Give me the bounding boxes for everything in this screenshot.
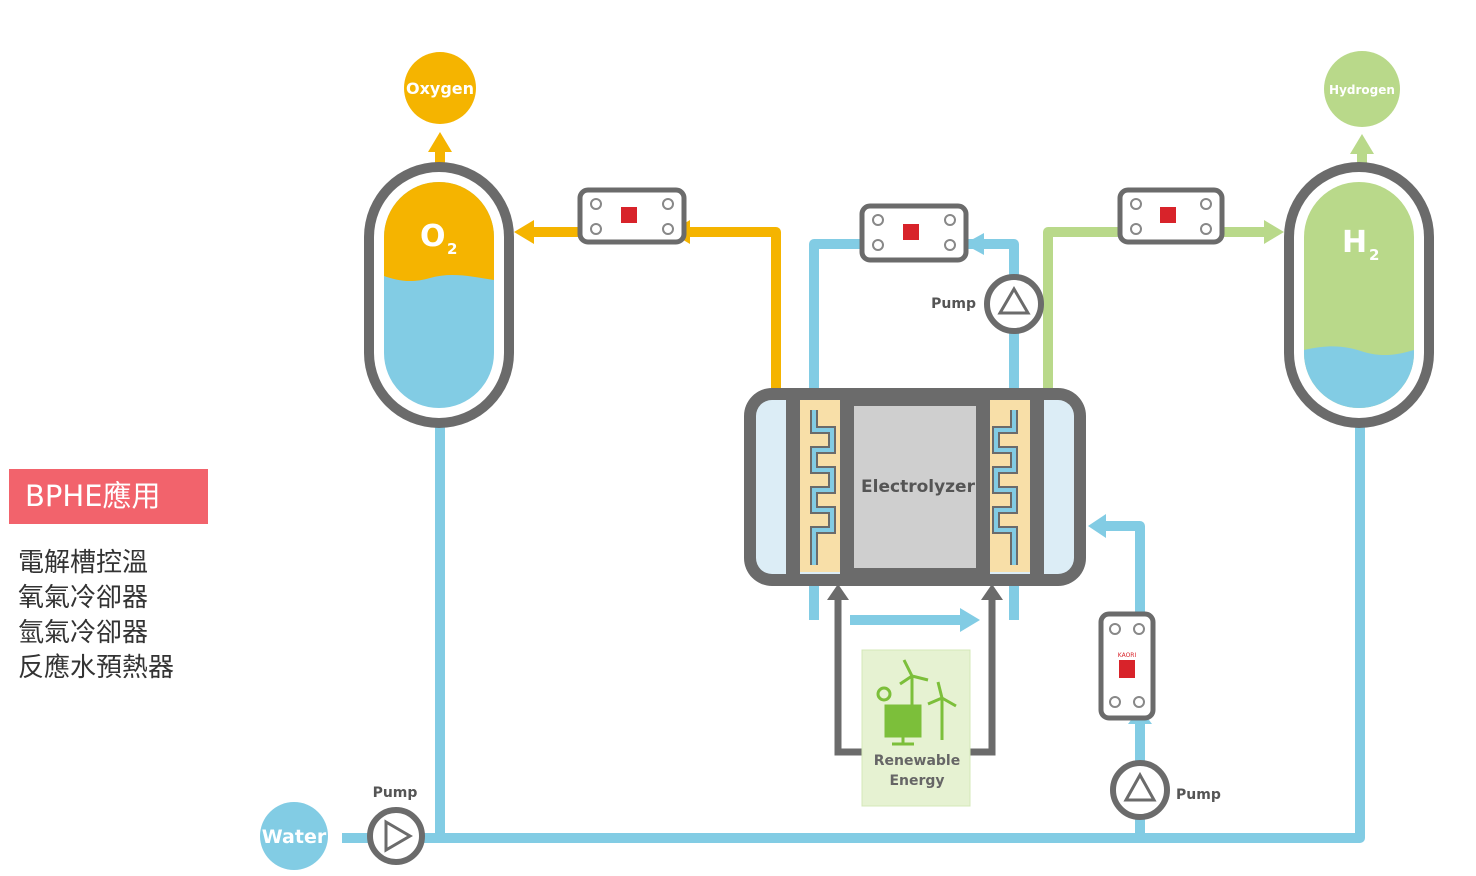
oxygen-tank: O 2 (364, 162, 514, 428)
o2-subscript: 2 (447, 240, 457, 258)
water-main-pipe (342, 400, 1365, 843)
power-wires (834, 596, 996, 756)
application-item: 電解槽控溫 (18, 548, 149, 578)
application-item: 反應水預熱器 (18, 653, 175, 683)
kaori-logo-icon (1119, 660, 1135, 678)
hydrogen-label: Hydrogen (1329, 83, 1395, 97)
hydrogen-to-cooler-pipe (1043, 227, 1120, 388)
oxygen-label: Oxygen (406, 79, 474, 98)
electrolyzer-label: Electrolyzer (861, 477, 976, 497)
hydrogen-cooler-bphe (1117, 187, 1225, 245)
arrow-up-icon (428, 132, 452, 152)
arrow-left-icon (514, 220, 534, 244)
arrow-right-icon (960, 608, 980, 632)
pump-triangle-icon (384, 819, 413, 853)
hydrogen-tank: H 2 (1284, 162, 1434, 428)
o2-symbol: O (420, 219, 446, 254)
water-feed-pump: Pump (367, 785, 425, 865)
energy-label-line2: Energy (889, 773, 944, 789)
oxygen-return-pipe (680, 227, 781, 388)
kaori-logo-icon (903, 224, 919, 240)
h2-symbol: H (1342, 225, 1367, 260)
energy-label-line1: Renewable (874, 753, 960, 769)
electrolyzer-cooler-bphe (859, 203, 969, 263)
h2-subscript: 2 (1369, 246, 1379, 264)
renewable-energy-source: Renewable Energy (861, 649, 971, 807)
power-wire-left (834, 596, 862, 756)
application-item: 氧氣冷卻器 (18, 583, 149, 613)
kaori-brand-text: KAORI (1118, 652, 1137, 659)
bphe-application-badge: BPHE應用 (9, 469, 208, 524)
power-arrows (827, 584, 1003, 600)
water-to-electrolyzer-pipe (1100, 521, 1145, 612)
application-list: 電解槽控溫 氧氣冷卻器 氫氣冷卻器 反應水預熱器 (18, 546, 174, 686)
pump-triangle-icon (1123, 771, 1157, 802)
arrow-left-icon (1088, 514, 1106, 538)
preheater-pump: Pump (1110, 760, 1221, 820)
renewable-energy-icon (876, 659, 957, 746)
arrow-up-icon (981, 584, 1003, 600)
kaori-logo-icon (621, 207, 637, 223)
water-label: Water (262, 826, 327, 848)
arrow-right-icon (1264, 220, 1284, 244)
cooling-pump: Pump (931, 274, 1044, 334)
preheater-pump-label: Pump (1176, 787, 1221, 803)
water-pump-label: Pump (373, 785, 418, 801)
power-wire-right (970, 596, 996, 756)
hydrogen-output-node: Hydrogen (1324, 51, 1400, 127)
oxygen-cooler-bphe (577, 187, 687, 245)
cooling-pump-label: Pump (931, 296, 976, 312)
electrolyzer: Electrolyzer (744, 388, 1086, 586)
kaori-logo-icon (1160, 207, 1176, 223)
arrow-up-icon (1350, 134, 1374, 154)
water-input-node: Water (260, 802, 328, 870)
arrow-left-icon (964, 233, 984, 255)
application-item: 氫氣冷卻器 (18, 618, 149, 648)
pump-triangle-icon (997, 286, 1031, 315)
arrow-up-icon (827, 584, 849, 600)
oxygen-output-node: Oxygen (404, 52, 476, 124)
water-preheater-bphe: KAORI (1098, 611, 1156, 721)
